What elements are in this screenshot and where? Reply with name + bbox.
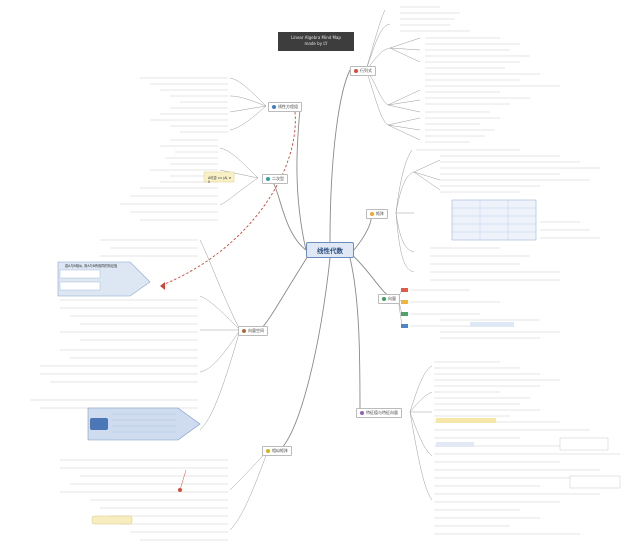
- vec-color-chip-3: [401, 312, 408, 316]
- topic-label: 特征值与特征向量: [366, 410, 398, 415]
- left-lower-cluster: [199, 239, 269, 531]
- topic-vector-space[interactable]: 向量空间: [238, 326, 268, 336]
- matrix-table: [451, 199, 537, 241]
- blue-large-rows: [112, 413, 176, 433]
- topic-linear-eq[interactable]: 线性方程组: [268, 102, 302, 112]
- eig-highlight-1: [436, 418, 496, 423]
- topic-label: 向量: [388, 296, 396, 301]
- blue-callout-text: 若A与B相似, 则A与B有相同的特征值: [65, 264, 118, 268]
- mat-cluster: [395, 149, 441, 273]
- blue-inner-box-2: [59, 281, 101, 291]
- topic-similar[interactable]: 相似矩阵: [262, 446, 292, 456]
- left-upper-leaves: [120, 77, 228, 221]
- vec-cluster: [397, 289, 403, 327]
- topic-vector[interactable]: 向量: [378, 294, 400, 304]
- vec-highlight: [470, 322, 514, 327]
- vec-color-chip-2: [401, 300, 408, 304]
- relationship-arrowhead: [160, 282, 165, 290]
- eig-box-2: [569, 475, 621, 489]
- topic-dot-icon: [266, 177, 270, 181]
- eig-cluster: [409, 365, 433, 501]
- vec-leaf-lines: [410, 289, 560, 339]
- vec-color-chip-1: [401, 288, 408, 292]
- topic-label: 二次型: [272, 176, 284, 181]
- topic-dot-icon: [360, 411, 364, 415]
- topic-label: 向量空间: [248, 328, 264, 333]
- topic-dot-icon: [354, 69, 358, 73]
- topic-determinant[interactable]: 行列式: [350, 66, 376, 76]
- topic-label: 线性方程组: [278, 104, 298, 109]
- main-branches: [259, 69, 396, 451]
- caption-line-1: Linear Algebra Mind Map: [291, 35, 341, 40]
- topic-dot-icon: [272, 105, 276, 109]
- topic-eigen[interactable]: 特征值与特征向量: [356, 408, 402, 418]
- topic-label: 相似矩阵: [272, 448, 288, 453]
- left-yellow-formula: [203, 171, 235, 183]
- left-lower-leaves: [30, 239, 228, 541]
- topic-dot-icon: [382, 297, 386, 301]
- yellow-bubble: [91, 515, 133, 525]
- topic-dot-icon: [370, 212, 374, 216]
- eig-highlight-2: [436, 442, 474, 447]
- eig-box: [559, 437, 609, 451]
- topic-dot-icon: [266, 449, 270, 453]
- relationship-curve: [159, 111, 296, 287]
- topic-quadratic[interactable]: 二次型: [262, 174, 288, 184]
- topic-dot-icon: [242, 329, 246, 333]
- left-upper-cluster: [219, 77, 267, 206]
- eig-leaf-lines: [434, 361, 620, 535]
- center-topic[interactable]: 线性代数: [306, 242, 354, 258]
- caption-line-2: made by LY: [304, 40, 328, 46]
- vec-color-chip-4: [401, 324, 408, 328]
- yellow-callout-text: A可逆 ⟺ |A| ≠ 0: [208, 176, 232, 185]
- topic-label: 行列式: [360, 68, 372, 73]
- matrix-table-grid: [452, 200, 536, 240]
- caption-box: Linear Algebra Mind Map made by LY: [278, 32, 354, 51]
- red-marker-line: [179, 469, 187, 491]
- mat-leaf-lines: [416, 149, 600, 281]
- det-leaf-lines: [400, 6, 560, 143]
- topic-label: 矩阵: [376, 211, 384, 216]
- topic-matrix[interactable]: 矩阵: [366, 209, 388, 219]
- blue-inner-box-1: [59, 269, 101, 279]
- blue-icon-box: [90, 418, 108, 430]
